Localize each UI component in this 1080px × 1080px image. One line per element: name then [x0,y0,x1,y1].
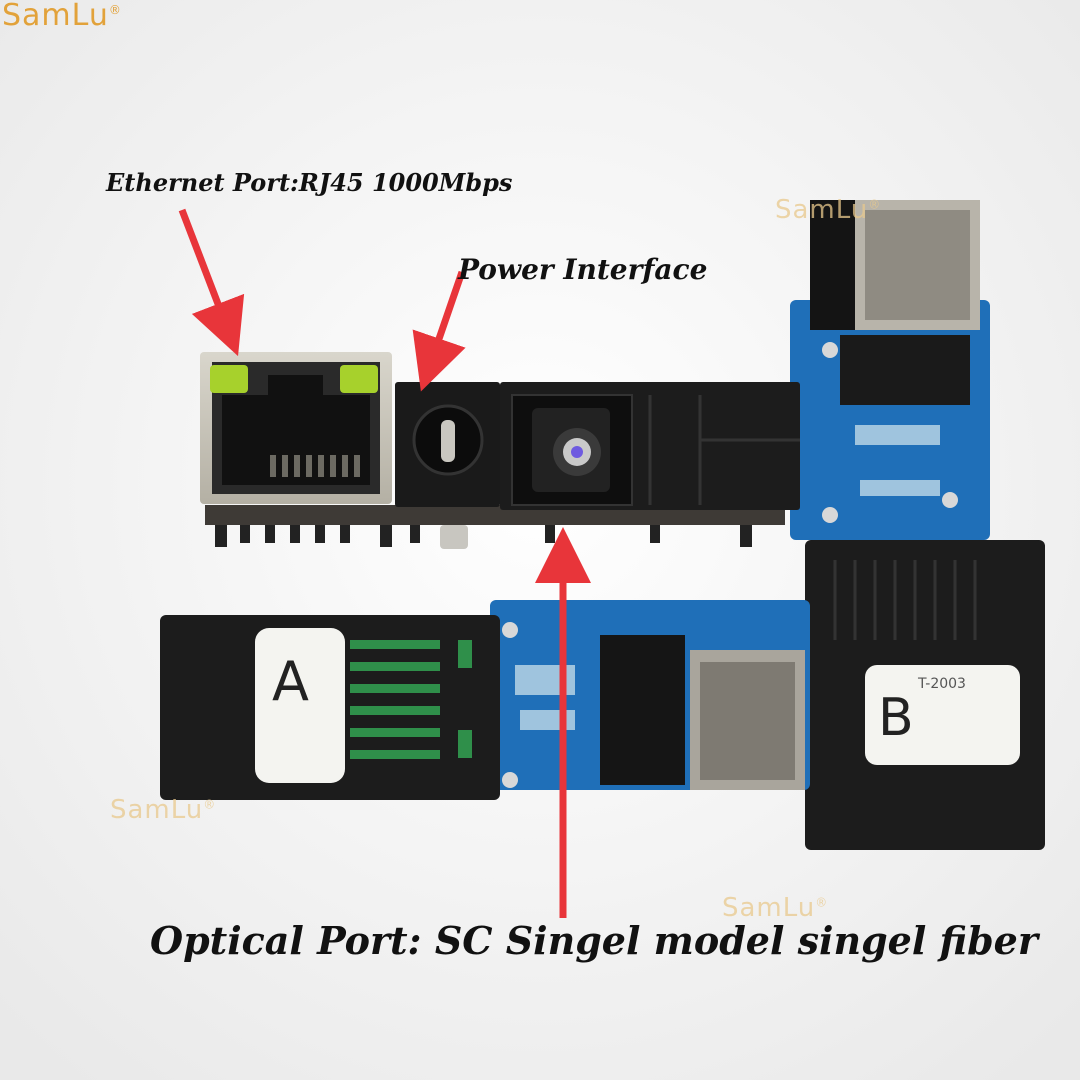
module-a-letter: A [272,650,309,713]
rj45-port-icon [200,352,392,504]
brand-logo: SamLu® [2,0,122,33]
module-a [160,600,810,800]
sc-fiber-port-icon [500,382,800,510]
brand-name: SamLu [2,0,109,33]
module-a-green-fins [350,640,472,759]
module-b-ridges [833,560,977,640]
watermark-top-right: SamLu® [775,195,882,225]
watermark-bottom-right: SamLu® [722,893,829,923]
arrow-ethernet [178,208,245,357]
label-power-interface: Power Interface [458,253,708,286]
watermark-bottom-left: SamLu® [110,795,217,825]
watermark-name: SamLu [722,893,816,923]
module-b [790,200,1045,850]
link-led-left [210,365,248,393]
watermark-name: SamLu [775,195,869,225]
module-b-letter: B [878,688,914,748]
link-led-right [340,365,378,393]
watermark-name: SamLu [110,795,204,825]
label-optical-port: Optical Port: SC Singel model singel fib… [150,918,1038,963]
brand-registered-mark: ® [108,3,122,17]
module-front [200,352,800,549]
arrow-power [412,270,466,392]
label-ethernet-port: Ethernet Port:RJ45 1000Mbps [106,168,513,197]
module-b-code: T-2003 [917,676,966,692]
dc-jack-icon [395,382,500,507]
red-arrow-icon [178,208,591,918]
